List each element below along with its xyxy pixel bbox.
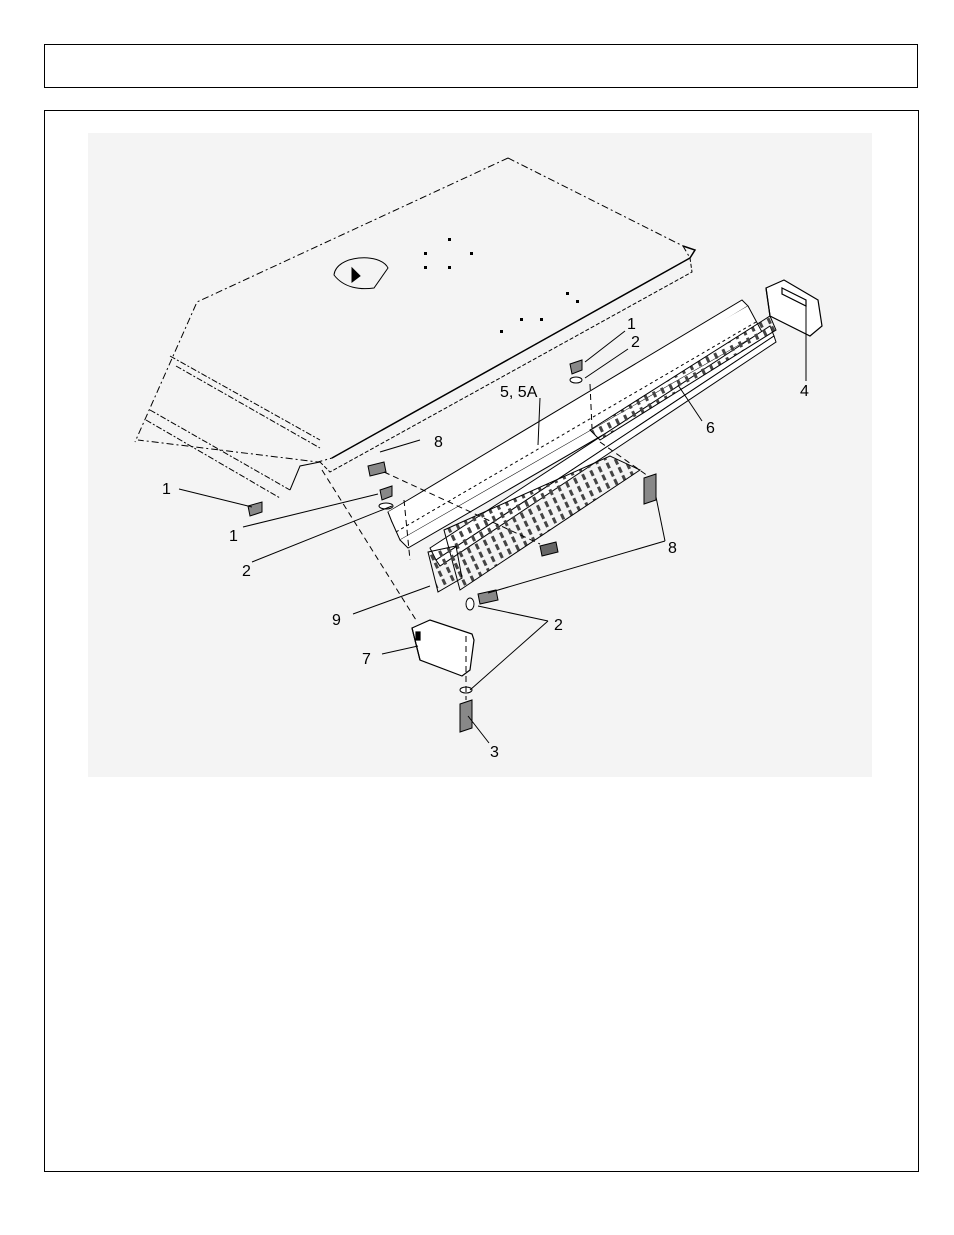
- callout-1-top: 1: [627, 316, 636, 333]
- callout-8-top: 8: [434, 434, 443, 451]
- deflector-9: [428, 546, 462, 592]
- callout-8-right: 8: [668, 540, 677, 557]
- callout-2-top: 2: [631, 334, 640, 351]
- callout-1-mid: 1: [229, 528, 238, 545]
- deck-bolt-holes: [424, 238, 579, 333]
- callout-4: 4: [800, 383, 809, 400]
- bracket-7: [412, 620, 474, 676]
- callout-5-5a: 5, 5A: [500, 384, 538, 401]
- callout-2-right: 2: [554, 617, 563, 634]
- callout-3: 3: [490, 744, 499, 761]
- callout-2-left: 2: [242, 563, 251, 580]
- slotted-plate-6: [430, 316, 776, 590]
- callout-1-left: 1: [162, 481, 171, 498]
- callout-9: 9: [332, 612, 341, 629]
- callout-7: 7: [362, 651, 371, 668]
- callout-6: 6: [706, 420, 715, 437]
